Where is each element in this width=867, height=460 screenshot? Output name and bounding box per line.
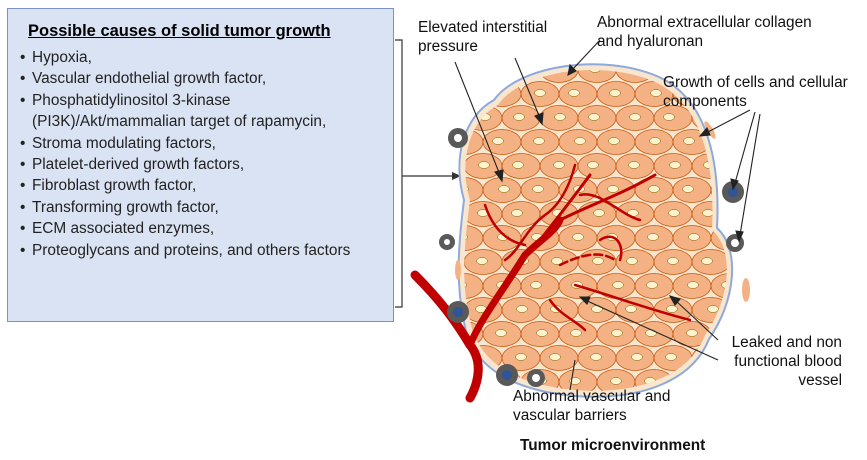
tumor-cell — [596, 369, 636, 391]
tumor-cell — [596, 129, 636, 155]
causes-list: Hypoxia, Vascular endothelial growth fac… — [20, 47, 397, 261]
tumor-cell — [558, 129, 598, 155]
tumor-cell — [520, 321, 560, 347]
tumor-cell — [464, 69, 503, 83]
tumor-cell — [464, 201, 503, 227]
tumor-cell — [634, 273, 674, 299]
label-interstitial-pressure: Elevated interstitial pressure — [418, 19, 548, 55]
tumor-cell — [520, 273, 560, 299]
tumor-cell — [691, 201, 727, 227]
tumor-cell — [615, 345, 655, 371]
cause-item: Stroma modulating factors, — [20, 133, 397, 155]
tumor-cell — [501, 201, 541, 227]
cause-item: ECM associated enzymes, — [20, 218, 397, 240]
tumor-cell — [539, 249, 579, 275]
tumor-cell — [672, 273, 712, 299]
tumor-cell — [596, 273, 636, 299]
tumor-cell — [710, 129, 727, 155]
immune-cells — [439, 121, 750, 387]
tumor-cell — [464, 153, 503, 179]
tumor-cell — [482, 321, 522, 347]
tumor-cell — [653, 153, 693, 179]
tumor-cell — [691, 249, 727, 275]
tumor-cell — [615, 105, 655, 131]
tumor-cell — [539, 345, 579, 371]
tumor-cell — [653, 105, 693, 131]
tumor-cell — [577, 105, 617, 131]
cause-item: Vascular endothelial growth factor, — [20, 68, 397, 90]
tumor-cell — [596, 321, 636, 347]
tumor-cell — [653, 345, 693, 371]
tumor-cell — [464, 105, 465, 131]
caption: Tumor microenvironment — [520, 437, 706, 454]
tumor-cell — [464, 249, 503, 275]
causes-box: Possible causes of solid tumor growth Hy… — [7, 8, 394, 322]
cause-item: Hypoxia, — [20, 47, 397, 69]
tumor-cell — [615, 153, 655, 179]
tumor-cell — [672, 225, 712, 251]
tumor-cell — [672, 177, 712, 203]
tumor-cell — [634, 225, 674, 251]
tumor-cell — [634, 81, 674, 107]
tumor-cell — [615, 201, 655, 227]
tumor-cell — [653, 249, 693, 275]
tumor-cell — [634, 177, 674, 203]
cause-item: Transforming growth factor, — [20, 197, 397, 219]
label-vascular-barriers: Abnormal vascular and vascular barriers — [513, 388, 671, 424]
tumor-cell — [501, 153, 541, 179]
tumor-cell — [482, 129, 522, 155]
cause-item: Platelet-derived growth factors, — [20, 154, 397, 176]
tumor-cell — [615, 249, 655, 275]
cause-item: Proteoglycans and proteins, and others f… — [20, 240, 397, 262]
cause-item: Phosphatidylinositol 3-kinase (PI3K)/Akt… — [20, 90, 362, 133]
tumor-cell — [501, 105, 541, 131]
tumor-cell — [464, 345, 465, 371]
tumor-cell — [615, 297, 655, 323]
tumor-cell — [577, 345, 617, 371]
tumor-cell — [577, 153, 617, 179]
tumor-cell — [577, 249, 617, 275]
tumor-cell — [558, 81, 598, 107]
blood-vessel — [410, 163, 692, 403]
causes-title: Possible causes of solid tumor growth — [28, 22, 331, 40]
tumor-cell — [501, 297, 541, 323]
bracket — [395, 39, 403, 308]
tumor-cell — [482, 225, 522, 251]
label-leaked-vessel: Leaked and non functional blood vessel — [731, 334, 842, 389]
tumor-cell — [596, 81, 636, 107]
annotation-arrows — [454, 39, 761, 391]
tumor-cell — [710, 273, 727, 299]
tumor-cell — [464, 201, 465, 227]
tumor-cell — [634, 129, 674, 155]
tumor-cell — [482, 177, 522, 203]
tumor-cell — [539, 105, 579, 131]
tumor-cell — [501, 345, 541, 371]
tumor-cell — [520, 177, 560, 203]
cause-item: Fibroblast growth factor, — [20, 175, 397, 197]
tumor-cell — [653, 201, 693, 227]
label-growth: Growth of cells and cellular components — [663, 74, 848, 110]
tumor-cell — [558, 225, 598, 251]
label-ecm: Abnormal extracellular collagen and hyal… — [597, 14, 812, 50]
tumor-cell — [520, 129, 560, 155]
